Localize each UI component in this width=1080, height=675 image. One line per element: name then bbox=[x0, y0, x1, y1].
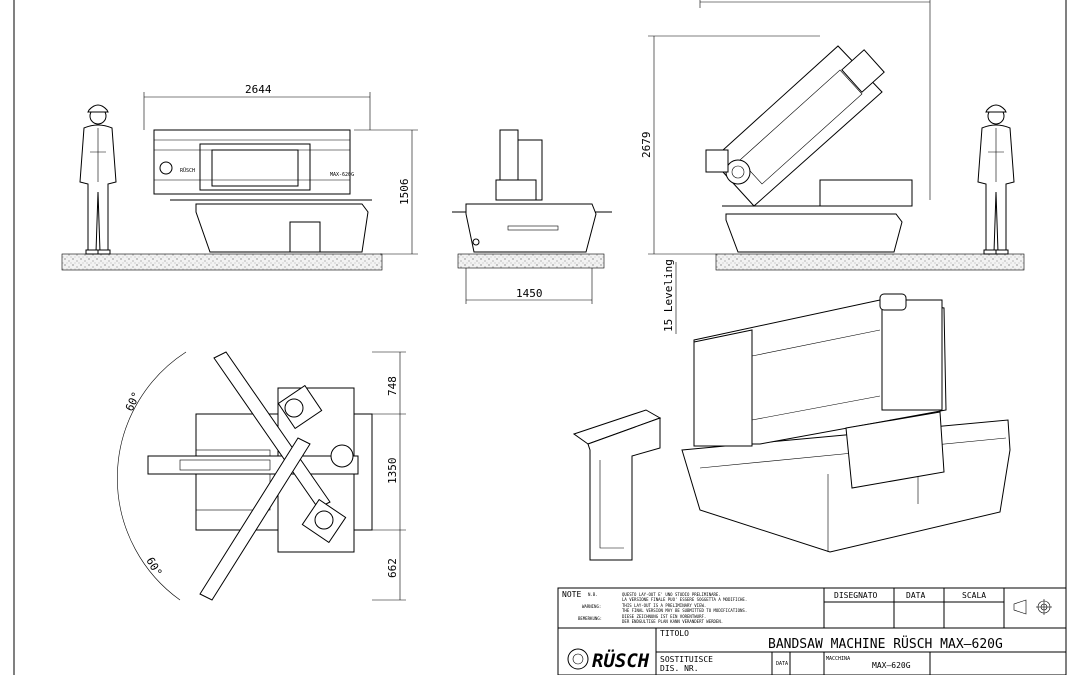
dim-tilt-height: 2679 bbox=[640, 132, 653, 159]
header-data: DATA bbox=[906, 591, 925, 600]
drawing-title: BANDSAW MACHINE RÜSCH MAX–620G bbox=[768, 635, 1003, 652]
ground-tilt bbox=[715, 253, 1025, 271]
logo-text: RÜSCH bbox=[592, 648, 650, 672]
machine-brand-small: RÜSCH bbox=[180, 167, 195, 174]
front-view: RÜSCH MAX-620G 2644 1506 bbox=[61, 83, 418, 271]
note-line-5: DIESE ZEICHNUNG IST EIN VORENTWURF. bbox=[622, 614, 706, 619]
person-figure-left bbox=[79, 104, 117, 255]
dim-top-upper: 748 bbox=[386, 376, 399, 396]
note-bemerkung: BEMERKUNG: bbox=[578, 616, 602, 621]
isometric-view bbox=[572, 293, 1011, 561]
sostituisce-line-2: DIS. NR. bbox=[660, 664, 699, 673]
side-view: 1450 bbox=[452, 129, 612, 304]
header-scala: SCALA bbox=[962, 591, 986, 600]
dim-front-length: 2644 bbox=[245, 83, 272, 96]
note-line-2: LA VERSIONE FINALE PUO' ESSERE SOGGETTA … bbox=[622, 597, 747, 602]
note-warning: WARNING: bbox=[582, 604, 601, 609]
dim-top-lower: 662 bbox=[386, 558, 399, 578]
dim-side-width: 1450 bbox=[516, 287, 543, 300]
macchina-label: MACCHINA bbox=[826, 656, 850, 662]
dim-front-height: 1506 bbox=[398, 179, 411, 206]
dim-top-middle: 1350 bbox=[386, 458, 399, 485]
machine-model-small: MAX-620G bbox=[330, 172, 354, 178]
person-figure-right bbox=[977, 104, 1015, 255]
note-line-4: THE FINAL VERSION MAY BE SUBMITTED TO MO… bbox=[622, 608, 747, 613]
sostituisce-line-1: SOSTITUISCE bbox=[660, 655, 713, 664]
note-line-3: THIS LAY-OUT IS A PRELIMINARY VIEW. bbox=[622, 603, 706, 608]
note-label: NOTE bbox=[562, 590, 581, 599]
data-small: DATA bbox=[776, 661, 788, 667]
macchina-value: MAX–620G bbox=[872, 661, 911, 670]
angle-lower: 60° bbox=[143, 555, 164, 579]
note-line-6: DER ENDGULTIGE PLAN KANN VERANDERT WERDE… bbox=[622, 619, 723, 624]
projection-symbol-icon bbox=[1013, 599, 1052, 615]
tilted-view: 2679 15 Leveling bbox=[640, 0, 1025, 334]
rusch-logo: RÜSCH bbox=[567, 648, 650, 672]
dim-leveling: 15 Leveling bbox=[662, 259, 675, 332]
title-block: NOTE N.B. WARNING: BEMERKUNG: QUESTO LAY… bbox=[557, 587, 1067, 675]
angle-upper: 60° bbox=[123, 390, 143, 414]
note-line-1: QUESTO LAY-OUT E' UNO STUDIO PRELIMINARE… bbox=[622, 592, 721, 597]
top-view: 60° 60° 748 1350 662 bbox=[117, 351, 406, 601]
ground-side bbox=[457, 253, 605, 269]
ground-front bbox=[61, 253, 383, 271]
titolo-label: TITOLO bbox=[660, 629, 689, 638]
note-nb: N.B. bbox=[588, 592, 598, 597]
header-disegnato: DISEGNATO bbox=[834, 591, 878, 600]
